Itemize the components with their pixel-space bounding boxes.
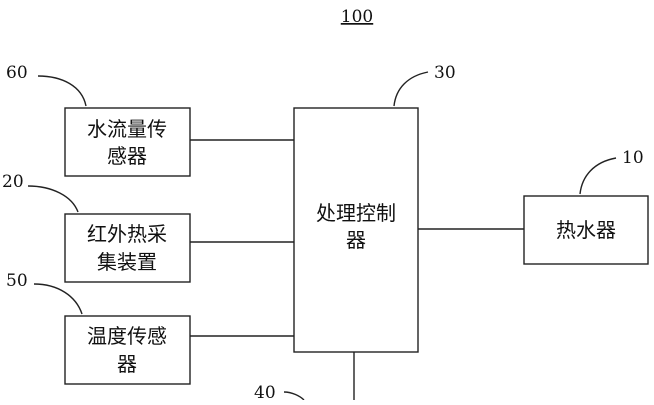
- water-flow-sensor-box: [64, 107, 191, 177]
- water-heater-line1: 热水器: [556, 218, 616, 242]
- ref-label-30: 30: [434, 63, 456, 83]
- temperature-sensor-line1: 温度传感: [87, 324, 167, 348]
- figure-label: 100: [341, 7, 373, 27]
- ref-label-40: 40: [254, 383, 276, 400]
- leader-line-20: [27, 185, 79, 213]
- processing-controller-box: [293, 107, 419, 353]
- temperature-sensor-block: 50 温度传感 器: [6, 271, 191, 385]
- infrared-heat-collector-box: [64, 213, 191, 283]
- ref-label-20: 20: [2, 172, 24, 192]
- temperature-sensor-box: [64, 315, 191, 385]
- leader-line-10: [579, 157, 617, 195]
- infrared-heat-collector-line2: 集装置: [97, 250, 157, 274]
- water-flow-sensor-line2: 感器: [107, 144, 147, 168]
- infrared-heat-collector-block: 20 红外热采 集装置: [2, 172, 191, 283]
- processing-controller-block: 30 处理控制 器: [293, 63, 456, 353]
- leader-line-30: [393, 71, 429, 107]
- temperature-sensor-line2: 器: [117, 352, 137, 376]
- water-flow-sensor-line1: 水流量传: [87, 117, 167, 141]
- leader-line-50: [33, 283, 83, 315]
- infrared-heat-collector-line1: 红外热采: [87, 222, 167, 246]
- leader-line-60: [37, 75, 87, 107]
- leader-line-40: [283, 391, 305, 401]
- processing-controller-line2: 器: [346, 228, 366, 252]
- bottom-module-block: 40: [254, 383, 305, 403]
- water-heater-block: 10 热水器: [523, 148, 649, 265]
- water-flow-sensor-block: 60 水流量传 感器: [6, 63, 191, 177]
- processing-controller-line1: 处理控制: [316, 201, 396, 225]
- ref-label-10: 10: [622, 148, 644, 168]
- ref-label-50: 50: [6, 271, 28, 291]
- ref-label-60: 60: [6, 63, 28, 83]
- water-heater-box: [523, 195, 649, 265]
